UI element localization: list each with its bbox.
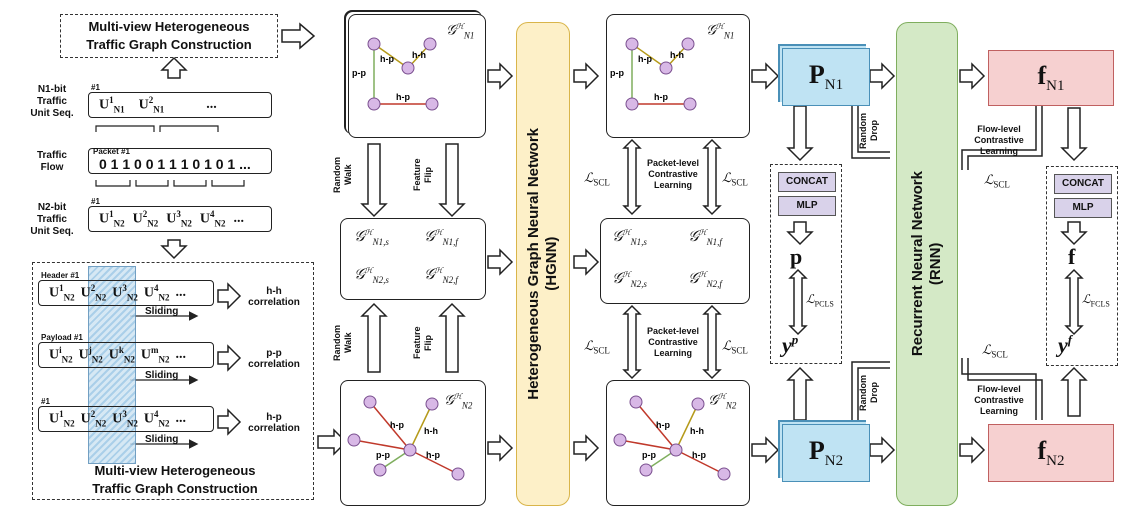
g-n1-label: 𝒢ℋN1 (446, 22, 475, 41)
g-n2f-enc: 𝒢ℋN2,f (688, 270, 722, 289)
svg-text:h-p: h-p (638, 54, 652, 64)
random-drop-top: Random Drop (858, 113, 879, 149)
flow-row: Packet #1 0 1 1 0 0 1 1 1 0 1 0 1 ... (88, 147, 272, 174)
p-n2-box: PN2 (782, 424, 870, 482)
svg-text:h-p: h-p (654, 92, 668, 102)
top-construction-box: Multi-view Heterogeneous Traffic Graph C… (60, 14, 278, 58)
graph-n1-enc-box (606, 14, 750, 138)
graph-n1-enc: h-p h-h p-p h-p (610, 37, 697, 111)
feature-flip-bottom: Feature Flip (412, 326, 433, 360)
scl-2a: ℒSCL (584, 338, 610, 356)
concat-f: CONCAT (1054, 174, 1112, 194)
svg-text:h-p: h-p (426, 450, 440, 460)
sliding-2: Sliding (145, 370, 179, 381)
down-arrow (160, 239, 188, 260)
graph-n1: h-p h-h p-p h-p (352, 37, 439, 111)
graph-n2: h-p h-h p-p h-p (347, 395, 465, 481)
svg-text:h-h: h-h (424, 426, 438, 436)
top-title-line2: Traffic Graph Construction (86, 37, 252, 52)
yp-label: yp (782, 332, 799, 358)
scl-1a: ℒSCL (584, 170, 610, 188)
g-n2-enc-label: 𝒢ℋN2 (708, 392, 737, 411)
arrow-top-mid (281, 22, 316, 50)
g-n2s-enc: 𝒢ℋN2,s (612, 270, 647, 289)
feature-flip-top: Feature Flip (412, 158, 433, 192)
random-walk-bottom: Random Walk (332, 325, 353, 361)
scl-2b: ℒSCL (722, 338, 748, 356)
g-n1s-enc: 𝒢ℋN1,s (612, 228, 647, 247)
svg-text:p-p: p-p (642, 450, 656, 460)
mlp-p: MLP (778, 196, 836, 216)
graph-n2-enc: h-p h-h p-p h-p (613, 395, 731, 481)
sliding-1: Sliding (145, 306, 179, 317)
g-n2f: 𝒢ℋN2,f (424, 266, 458, 285)
g-n2s: 𝒢ℋN2,s (354, 266, 389, 285)
flow-head-box (1046, 166, 1118, 366)
fcls-loss: ℒFCLS (1082, 292, 1110, 309)
graph-n1-box (348, 14, 486, 138)
pcls-loss: ℒPCLS (806, 292, 834, 309)
svg-text:h-p: h-p (396, 92, 410, 102)
svg-text:h-h: h-h (412, 50, 426, 60)
p-n1-box: PN1 (782, 48, 870, 106)
up-arrow (160, 56, 188, 79)
g-n1f-enc: 𝒢ℋN1,f (688, 228, 722, 247)
g-n2-label: 𝒢ℋN2 (444, 392, 473, 411)
yf-label: yf (1058, 332, 1073, 358)
g-n1f: 𝒢ℋN1,f (424, 228, 458, 247)
svg-text:p-p: p-p (610, 68, 624, 78)
rnn-block: Recurrent Neural Network(RNN) (896, 22, 958, 506)
g-n1-enc-label: 𝒢ℋN1 (706, 22, 735, 41)
scl-flow-bottom: ℒSCL (982, 342, 1008, 360)
top-title-line1: Multi-view Heterogeneous (88, 19, 250, 34)
svg-text:h-p: h-p (692, 450, 706, 460)
random-drop-bottom: Random Drop (858, 375, 879, 411)
graph-n2-enc-box (606, 380, 750, 506)
concat-p: CONCAT (778, 172, 836, 192)
aug-enc-box (600, 218, 750, 304)
svg-text:h-p: h-p (380, 54, 394, 64)
mlp-f: MLP (1054, 198, 1112, 218)
bottom-construction-box (32, 262, 314, 500)
scl-flow-top: ℒSCL (984, 172, 1010, 190)
hgnn-block: Heterogeneous Graph Neural Network(HGNN) (516, 22, 570, 506)
svg-text:p-p: p-p (352, 68, 366, 78)
svg-text:h-p: h-p (656, 420, 670, 430)
aug-graphs-box (340, 218, 486, 300)
f-n2-box: fN2 (988, 424, 1114, 482)
g-n1s: 𝒢ℋN1,s (354, 228, 389, 247)
packet-head-box (770, 164, 842, 364)
f-vector: f (1068, 244, 1076, 269)
svg-text:h-h: h-h (670, 50, 684, 60)
svg-text:h-p: h-p (390, 420, 404, 430)
svg-text:h-h: h-h (690, 426, 704, 436)
p-vector: p (790, 244, 803, 269)
f-n1-box: fN1 (988, 50, 1114, 106)
random-walk-top: Random Walk (332, 157, 353, 193)
sliding-3: Sliding (145, 434, 179, 445)
scl-1b: ℒSCL (722, 170, 748, 188)
svg-text:p-p: p-p (376, 450, 390, 460)
